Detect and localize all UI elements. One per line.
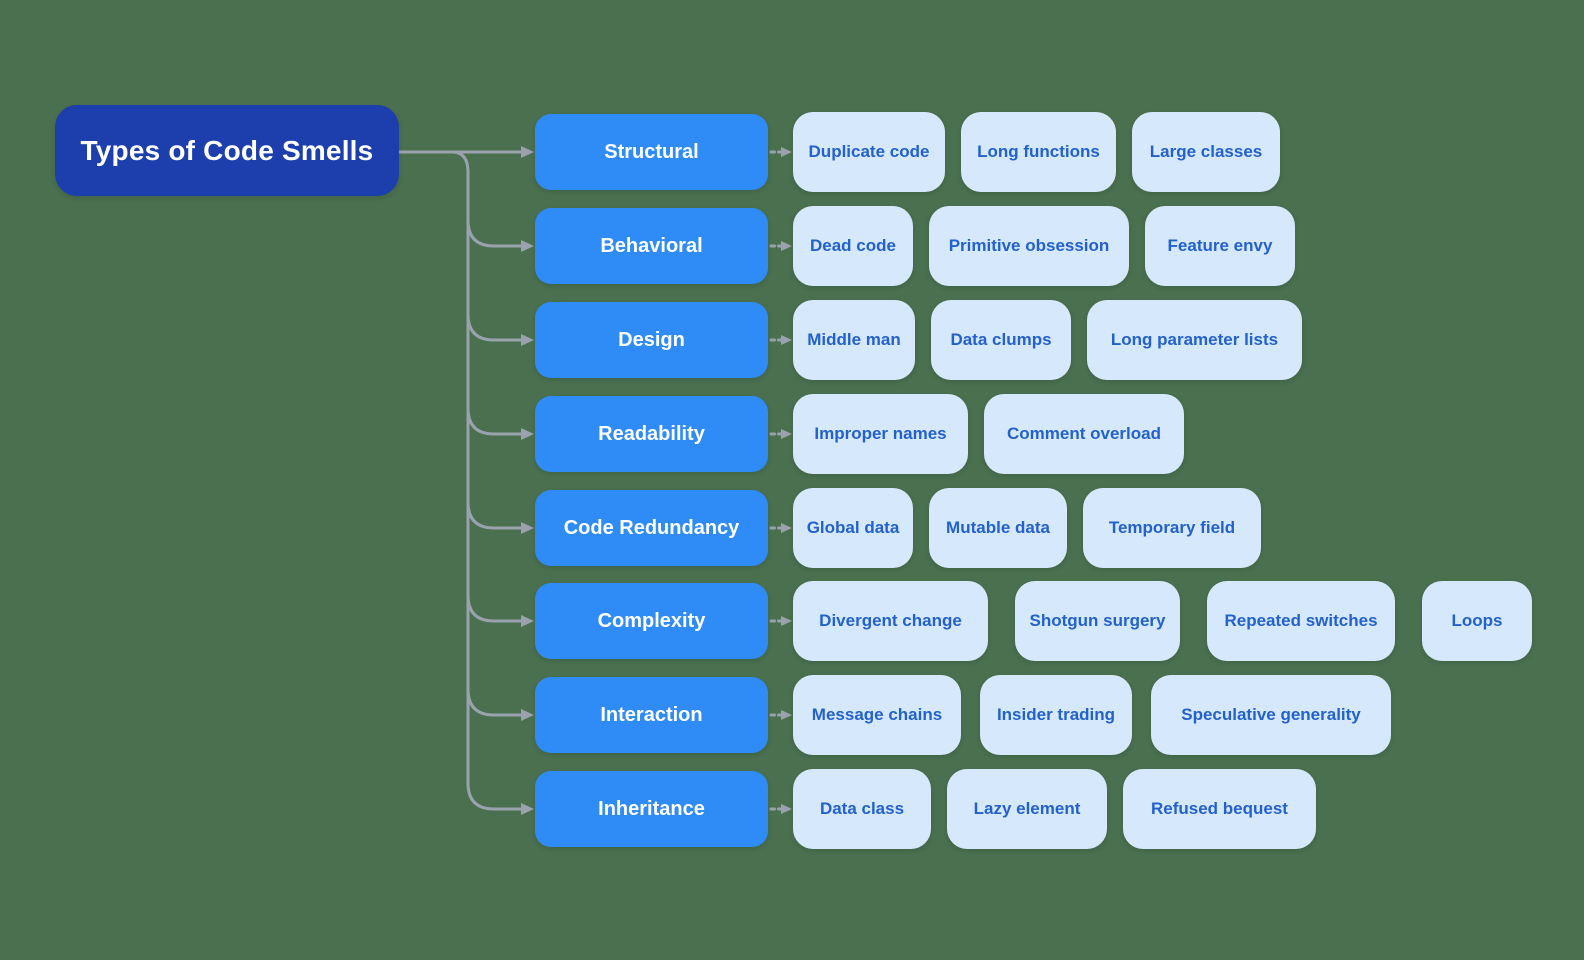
leaf-node-primitive-obsession[interactable]: Primitive obsession — [929, 206, 1129, 286]
leaf-node-label: Large classes — [1149, 142, 1263, 161]
category-node-label: Behavioral — [600, 234, 703, 257]
leaf-node-label: Data class — [819, 799, 905, 818]
leaf-node-speculative-generality[interactable]: Speculative generality — [1151, 675, 1391, 755]
connector-line — [466, 406, 523, 436]
leaf-node-label: Middle man — [807, 330, 901, 349]
leaf-node-message-chains[interactable]: Message chains — [793, 675, 961, 755]
arrowhead-icon — [781, 804, 792, 814]
category-node-complexity[interactable]: Complexity — [535, 583, 768, 659]
leaf-node-label: Primitive obsession — [948, 236, 1110, 255]
arrowhead-icon — [521, 522, 534, 534]
category-node-label: Design — [618, 328, 685, 351]
leaf-node-temporary-field[interactable]: Temporary field — [1083, 488, 1261, 568]
category-node-label: Readability — [598, 422, 705, 445]
leaf-node-label: Lazy element — [973, 799, 1081, 818]
leaf-node-long-functions[interactable]: Long functions — [961, 112, 1116, 192]
leaf-node-label: Speculative generality — [1181, 705, 1361, 724]
arrowhead-icon — [521, 615, 534, 627]
category-node-code-redundancy[interactable]: Code Redundancy — [535, 490, 768, 566]
arrowhead-icon — [521, 334, 534, 346]
category-node-behavioral[interactable]: Behavioral — [535, 208, 768, 284]
leaf-node-comment-overload[interactable]: Comment overload — [984, 394, 1184, 474]
leaf-node-label: Duplicate code — [808, 142, 930, 161]
leaf-node-label: Divergent change — [819, 611, 962, 630]
leaf-node-repeated-switches[interactable]: Repeated switches — [1207, 581, 1395, 661]
leaf-node-dead-code[interactable]: Dead code — [793, 206, 913, 286]
connector-line — [466, 312, 523, 342]
connector-line — [466, 687, 523, 717]
connector-line — [466, 593, 523, 623]
arrowhead-icon — [781, 523, 792, 533]
leaf-node-label: Temporary field — [1108, 518, 1236, 537]
arrowhead-icon — [781, 241, 792, 251]
leaf-node-label: Long functions — [977, 142, 1100, 161]
category-node-readability[interactable]: Readability — [535, 396, 768, 472]
leaf-node-label: Dead code — [810, 236, 896, 255]
leaf-node-refused-bequest[interactable]: Refused bequest — [1123, 769, 1316, 849]
leaf-node-label: Mutable data — [946, 518, 1050, 537]
arrowhead-icon — [781, 616, 792, 626]
leaf-node-global-data[interactable]: Global data — [793, 488, 913, 568]
leaf-node-middle-man[interactable]: Middle man — [793, 300, 915, 380]
leaf-node-large-classes[interactable]: Large classes — [1132, 112, 1280, 192]
arrowhead-icon — [781, 710, 792, 720]
leaf-node-data-clumps[interactable]: Data clumps — [931, 300, 1071, 380]
leaf-node-label: Comment overload — [1007, 424, 1161, 443]
leaf-node-label: Repeated switches — [1224, 611, 1378, 630]
category-node-label: Inheritance — [598, 797, 705, 820]
leaf-node-improper-names[interactable]: Improper names — [793, 394, 968, 474]
leaf-node-insider-trading[interactable]: Insider trading — [980, 675, 1132, 755]
leaf-node-label: Insider trading — [996, 705, 1116, 724]
root-node-label: Types of Code Smells — [80, 134, 374, 166]
arrowhead-icon — [781, 429, 792, 439]
category-node-structural[interactable]: Structural — [535, 114, 768, 190]
category-node-design[interactable]: Design — [535, 302, 768, 378]
leaf-node-label: Feature envy — [1167, 236, 1273, 255]
root-node-types-of-code-smells[interactable]: Types of Code Smells — [55, 105, 399, 196]
connector-line — [466, 500, 523, 530]
leaf-node-label: Data clumps — [950, 330, 1052, 349]
leaf-node-data-class[interactable]: Data class — [793, 769, 931, 849]
category-node-label: Interaction — [600, 703, 703, 726]
leaf-node-label: Shotgun surgery — [1029, 611, 1166, 630]
arrowhead-icon — [781, 147, 792, 157]
leaf-node-label: Loops — [1451, 611, 1503, 630]
leaf-node-divergent-change[interactable]: Divergent change — [793, 581, 988, 661]
leaf-node-long-parameter-lists[interactable]: Long parameter lists — [1087, 300, 1302, 380]
arrowhead-icon — [521, 146, 534, 158]
leaf-node-feature-envy[interactable]: Feature envy — [1145, 206, 1295, 286]
arrowhead-icon — [521, 428, 534, 440]
leaf-node-shotgun-surgery[interactable]: Shotgun surgery — [1015, 581, 1180, 661]
arrowhead-icon — [521, 709, 534, 721]
arrowhead-icon — [781, 335, 792, 345]
leaf-node-loops[interactable]: Loops — [1422, 581, 1532, 661]
leaf-node-label: Refused bequest — [1151, 799, 1288, 818]
arrowhead-icon — [521, 803, 534, 815]
connector-line — [466, 218, 523, 248]
leaf-node-mutable-data[interactable]: Mutable data — [929, 488, 1067, 568]
leaf-node-label: Improper names — [814, 424, 947, 443]
leaf-node-label: Long parameter lists — [1110, 330, 1279, 349]
category-node-interaction[interactable]: Interaction — [535, 677, 768, 753]
connector-line — [450, 150, 523, 811]
leaf-node-duplicate-code[interactable]: Duplicate code — [793, 112, 945, 192]
category-node-inheritance[interactable]: Inheritance — [535, 771, 768, 847]
category-node-label: Code Redundancy — [563, 516, 740, 539]
leaf-node-label: Global data — [806, 518, 900, 537]
category-node-label: Structural — [604, 140, 699, 163]
leaf-node-lazy-element[interactable]: Lazy element — [947, 769, 1107, 849]
category-node-label: Complexity — [597, 609, 706, 632]
leaf-node-label: Message chains — [811, 705, 943, 724]
arrowhead-icon — [521, 240, 534, 252]
